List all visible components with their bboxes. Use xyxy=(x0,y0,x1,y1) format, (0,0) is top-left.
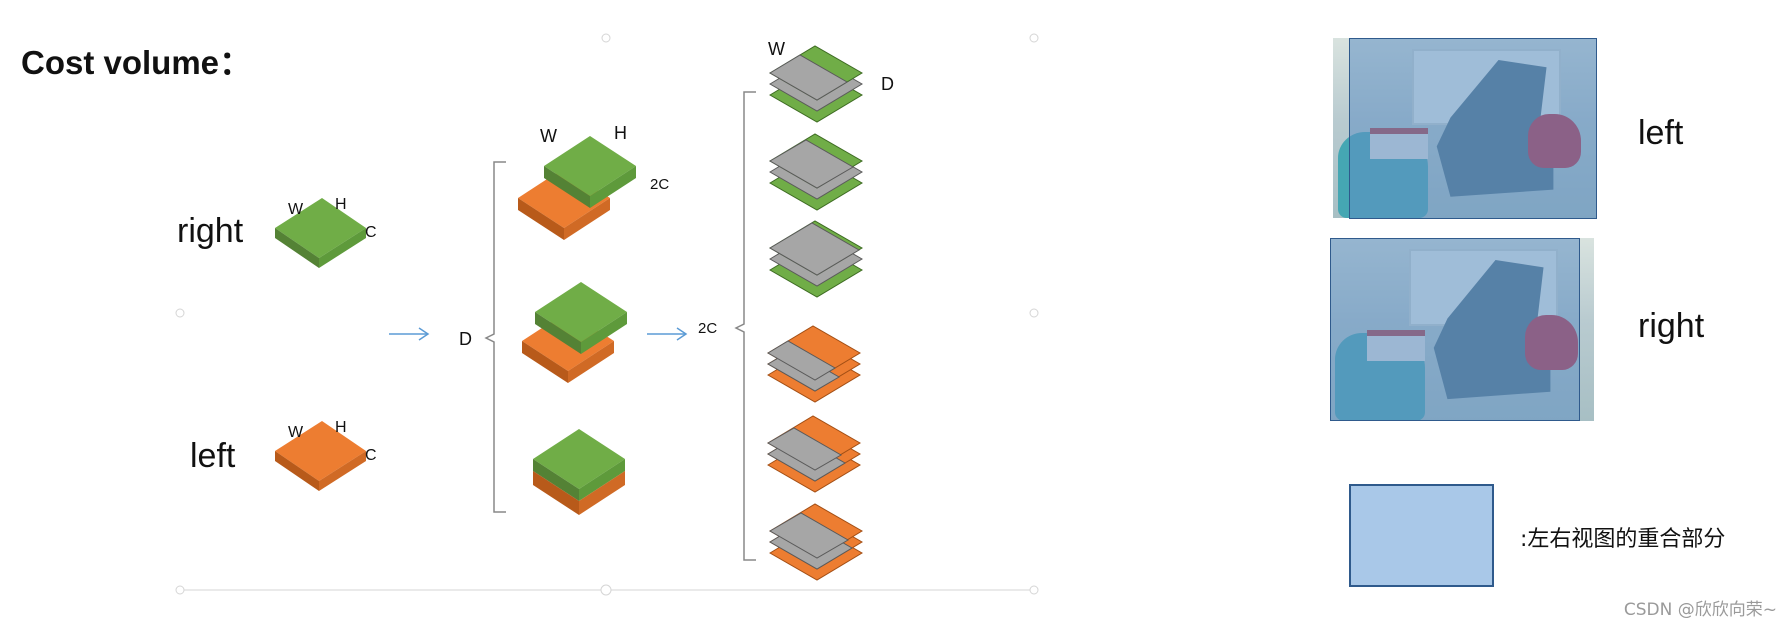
right-h-label: H xyxy=(335,196,347,213)
layer-stack-green-3 xyxy=(769,220,863,298)
overlap-legend-swatch xyxy=(1349,484,1494,587)
page-title: Cost volume： xyxy=(21,44,253,81)
stage2-w-label: W xyxy=(540,126,557,146)
overlap-legend-text: :左右视图的重合部分 xyxy=(1520,527,1726,552)
stage3-d-label: D xyxy=(881,74,894,94)
left-overlap-region xyxy=(1349,38,1597,219)
stacked-block-3 xyxy=(533,429,625,515)
layer-stack-orange-3 xyxy=(769,503,863,581)
layer-stack-green-2 xyxy=(769,133,863,211)
right-photo-label: right xyxy=(1638,307,1705,345)
layer-stack-orange-2 xyxy=(766,415,861,493)
stage3-w-label: W xyxy=(768,39,785,59)
right-w-label: W xyxy=(288,201,304,218)
d-bracket xyxy=(484,161,506,513)
d-bracket-label: D xyxy=(459,329,472,349)
left-feature-block xyxy=(275,421,366,491)
selection-frame xyxy=(175,33,1039,596)
arrow-1 xyxy=(389,327,430,341)
2c-bracket xyxy=(734,91,756,561)
stage2-2c-label: 2C xyxy=(650,176,669,193)
right-input-label: right xyxy=(177,212,244,250)
layer-stack-orange-1 xyxy=(767,325,861,403)
left-photo-label: left xyxy=(1638,114,1684,152)
stage2-h-label: H xyxy=(614,123,627,143)
2c-bracket-label: 2C xyxy=(698,320,717,337)
layer-stack-green-1 xyxy=(769,45,863,123)
right-feature-block xyxy=(275,198,366,268)
stacked-block-1 xyxy=(518,136,636,240)
right-overlap-region xyxy=(1330,238,1580,421)
left-h-label: H xyxy=(335,419,347,436)
left-input-label: left xyxy=(190,437,236,475)
stacked-block-2 xyxy=(522,282,627,383)
left-c-label: C xyxy=(365,447,377,464)
left-w-label: W xyxy=(288,424,304,441)
right-c-label: C xyxy=(365,224,377,241)
watermark: CSDN @欣欣向荣~ xyxy=(1623,600,1777,620)
arrow-2 xyxy=(647,327,688,341)
